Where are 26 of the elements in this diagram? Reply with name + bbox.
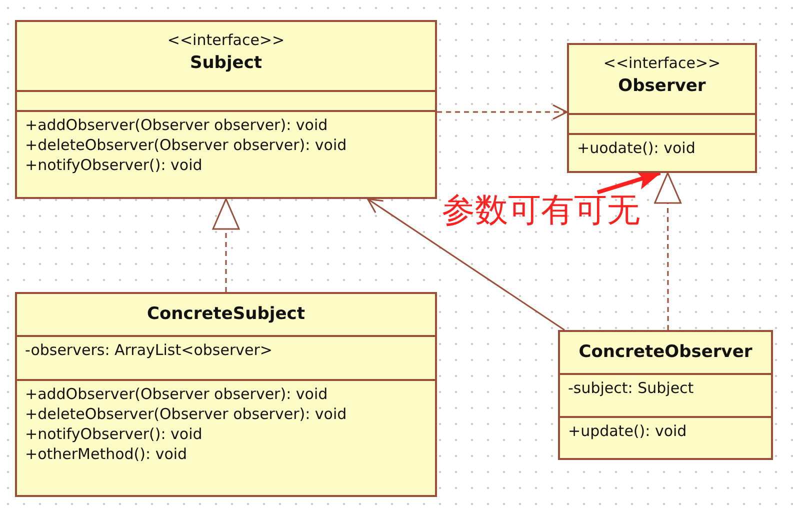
method-text: +notifyObserver(): void xyxy=(25,424,202,444)
method-text: +update(): void xyxy=(568,421,687,441)
class-box xyxy=(15,292,437,497)
dashed-arrow xyxy=(212,198,240,292)
method-text: +uodate(): void xyxy=(577,138,696,158)
class-name: Observer xyxy=(618,75,706,98)
class-name: Subject xyxy=(190,52,262,75)
stereotype-text: <<interface>> xyxy=(167,30,285,51)
method-text: +addObserver(Observer observer): void xyxy=(25,384,328,404)
arrow xyxy=(367,198,565,331)
dashed-arrow xyxy=(654,172,682,330)
class-box xyxy=(567,43,757,173)
annotation-text: 参数可有可无 xyxy=(442,188,658,232)
class-box xyxy=(558,330,773,460)
class-name: ConcreteSubject xyxy=(147,303,305,326)
attribute-text: -subject: Subject xyxy=(568,378,694,398)
dashed-arrow xyxy=(437,104,568,120)
attribute-text: -observers: ArrayList<observer> xyxy=(25,340,272,360)
method-text: +deleteObserver(Observer observer): void xyxy=(25,404,347,424)
method-text: +otherMethod(): void xyxy=(25,444,188,464)
class-name: ConcreteObserver xyxy=(578,341,752,364)
method-text: +addObserver(Observer observer): void xyxy=(25,115,328,135)
class-box xyxy=(15,20,437,199)
stereotype-text: <<interface>> xyxy=(603,53,721,74)
method-text: +deleteObserver(Observer observer): void xyxy=(25,135,347,155)
method-text: +notifyObserver(): void xyxy=(25,155,202,175)
